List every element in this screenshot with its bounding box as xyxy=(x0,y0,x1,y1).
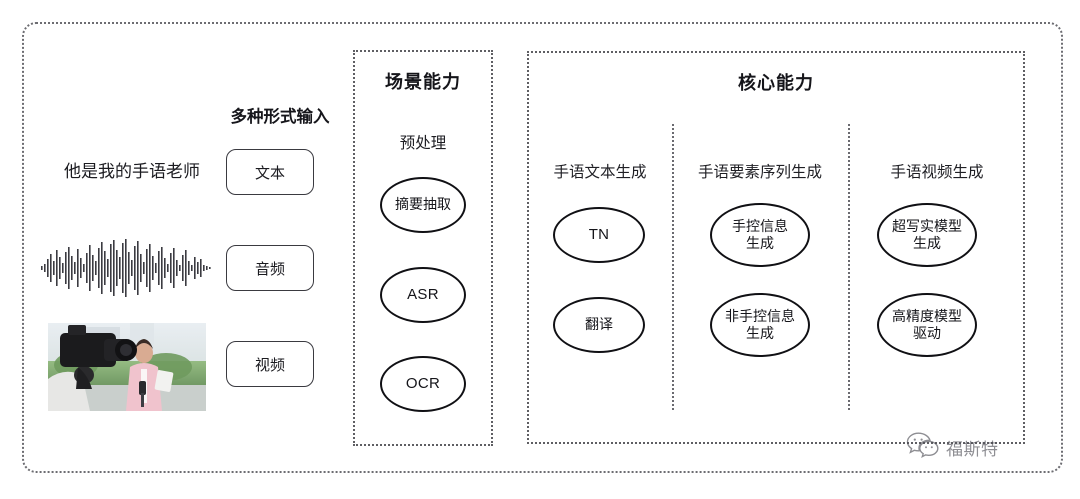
core-column-header-video-generation: 手语视频生成 xyxy=(890,164,984,181)
node-asr[interactable]: ASR xyxy=(380,267,466,323)
wechat-chat-bubble-icon xyxy=(906,432,940,463)
audio-waveform-icon xyxy=(40,238,212,298)
scene-capability-section: 场景能力 xyxy=(353,50,493,446)
node-hyperrealistic-model-generation[interactable]: 超写实模型 生成 xyxy=(877,203,977,267)
node-ocr[interactable]: OCR xyxy=(380,356,466,412)
core-column-divider-1 xyxy=(672,124,674,410)
node-non-manual-signal-generation[interactable]: 非手控信息 生成 xyxy=(710,293,810,357)
modality-button-text[interactable]: 文本 xyxy=(226,149,314,195)
watermark-label: 福斯特 xyxy=(946,440,999,459)
video-thumbnail xyxy=(48,323,206,411)
node-manual-signal-generation[interactable]: 手控信息 生成 xyxy=(710,203,810,267)
modality-button-audio[interactable]: 音频 xyxy=(226,245,314,291)
node-tn[interactable]: TN xyxy=(553,207,645,263)
core-capability-section: 核心能力 xyxy=(527,51,1025,444)
node-summary-extraction[interactable]: 摘要抽取 xyxy=(380,177,466,233)
scene-section-title: 场景能力 xyxy=(385,72,461,92)
core-column-header-text-generation: 手语文本生成 xyxy=(553,164,647,181)
input-section-heading: 多种形式输入 xyxy=(230,108,330,126)
pipeline-outer-frame xyxy=(22,22,1063,473)
modality-button-video[interactable]: 视频 xyxy=(226,341,314,387)
core-column-header-element-sequence: 手语要素序列生成 xyxy=(697,164,822,181)
node-translation[interactable]: 翻译 xyxy=(553,297,645,353)
scene-column-header-preprocess: 预处理 xyxy=(399,135,447,152)
core-section-title: 核心能力 xyxy=(738,73,814,93)
core-column-divider-2 xyxy=(848,124,850,410)
input-text-sample: 他是我的手语老师 xyxy=(64,162,200,181)
node-high-precision-model-driving[interactable]: 高精度模型 驱动 xyxy=(877,293,977,357)
watermark: 福斯特 xyxy=(906,432,999,463)
